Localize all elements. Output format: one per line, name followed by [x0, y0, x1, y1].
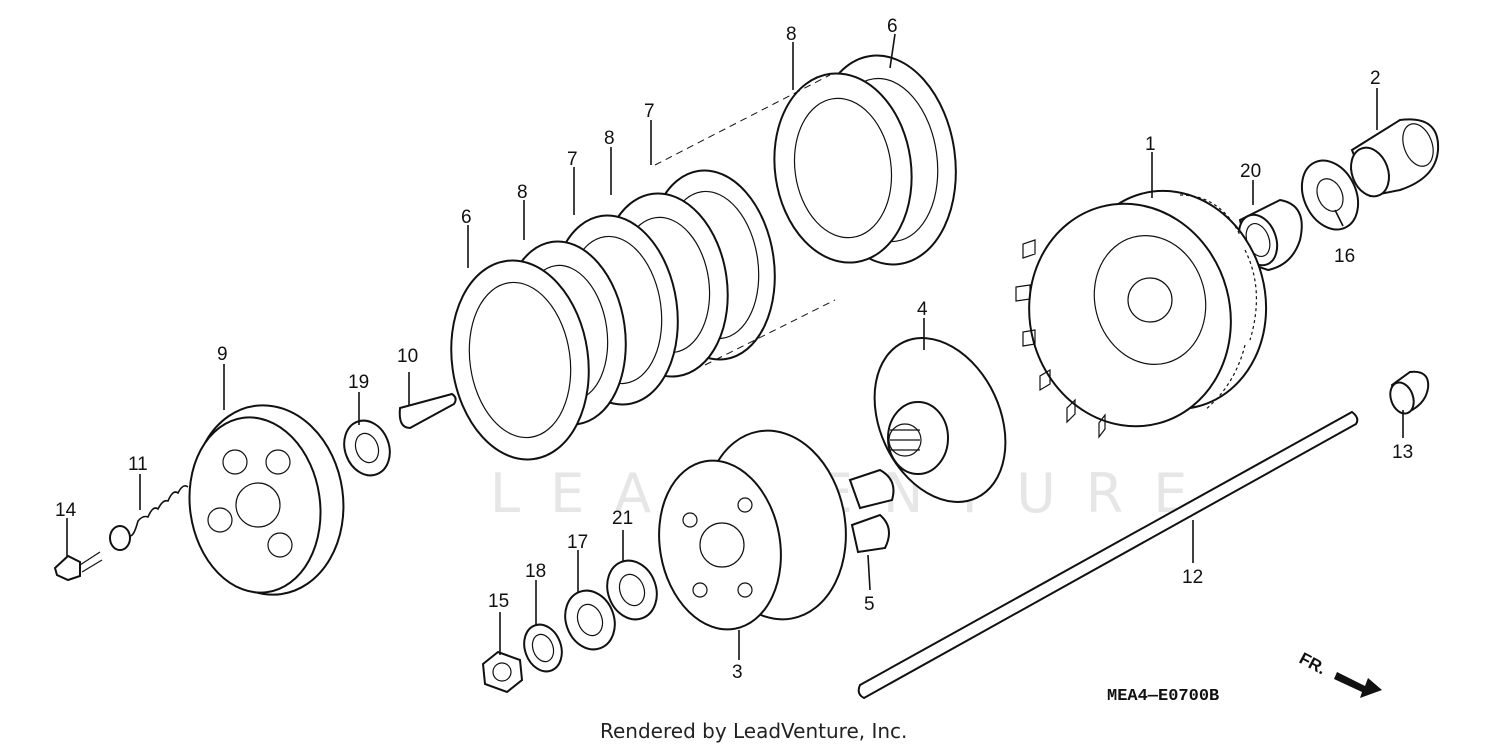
- callout-8-top[interactable]: 8: [786, 24, 797, 45]
- part-8-steel-plate-rear[interactable]: [762, 64, 923, 271]
- callout-9[interactable]: 9: [217, 344, 228, 365]
- front-direction-indicator: FR.: [1296, 649, 1382, 698]
- callout-14[interactable]: 14: [55, 500, 77, 521]
- part-21-washer[interactable]: [599, 554, 665, 627]
- callout-10[interactable]: 10: [397, 346, 418, 367]
- callout-16[interactable]: 16: [1334, 246, 1355, 267]
- callout-11[interactable]: 11: [128, 454, 148, 475]
- callout-21[interactable]: 21: [612, 508, 633, 529]
- callout-12[interactable]: 12: [1182, 567, 1203, 588]
- part-3-clutch-center[interactable]: [646, 419, 860, 639]
- callout-7-lower[interactable]: 7: [567, 149, 578, 170]
- callout-5[interactable]: 5: [864, 594, 875, 615]
- part-19-bearing[interactable]: [337, 414, 397, 482]
- part-1-clutch-outer[interactable]: [1004, 169, 1290, 449]
- callout-8-lower[interactable]: 8: [517, 182, 528, 203]
- part-12-pushrod[interactable]: [857, 410, 1359, 700]
- callout-4[interactable]: 4: [917, 299, 928, 320]
- callout-15[interactable]: 15: [488, 591, 509, 612]
- callout-8-middle[interactable]: 8: [604, 128, 615, 149]
- diagram-code: MEA4—E0700B: [1107, 687, 1219, 706]
- part-18-lock-washer[interactable]: [518, 619, 568, 676]
- callout-19[interactable]: 19: [348, 372, 369, 393]
- callouts: 1 2 20 16 6 8 7 8 7 8 6 9 10 19 11 14 4 …: [55, 16, 1413, 683]
- footer-credit: Rendered by LeadVenture, Inc.: [600, 719, 907, 743]
- part-5-weights[interactable]: [848, 468, 895, 554]
- callout-7-upper[interactable]: 7: [644, 101, 655, 122]
- part-13-collar[interactable]: [1386, 370, 1430, 417]
- watermark-text: LEADVENTURE: [490, 462, 1217, 525]
- part-2-collar[interactable]: [1345, 118, 1440, 201]
- part-9-pressure-plate[interactable]: [178, 395, 355, 604]
- part-16-washer[interactable]: [1291, 151, 1369, 238]
- part-6-friction-disc-front[interactable]: [439, 252, 602, 469]
- callout-17[interactable]: 17: [567, 532, 588, 553]
- part-4-lifter-plate[interactable]: [849, 317, 1030, 524]
- leader-lines: [66, 33, 1404, 660]
- part-17-washer[interactable]: [557, 584, 623, 657]
- callout-18[interactable]: 18: [525, 561, 546, 582]
- callout-3[interactable]: 3: [732, 662, 743, 683]
- part-10-lifter-rod[interactable]: [398, 392, 457, 430]
- part-11-spring[interactable]: [109, 485, 189, 551]
- callout-6-top[interactable]: 6: [887, 16, 898, 37]
- fr-label: FR.: [1296, 649, 1329, 679]
- callout-2[interactable]: 2: [1370, 68, 1381, 89]
- part-14-bolt[interactable]: [53, 551, 103, 582]
- front-arrow-icon: [1334, 672, 1382, 698]
- part-15-lock-nut[interactable]: [481, 650, 524, 694]
- callout-6-front[interactable]: 6: [461, 207, 472, 228]
- callout-1[interactable]: 1: [1145, 134, 1156, 155]
- callout-20[interactable]: 20: [1240, 161, 1261, 182]
- callout-13[interactable]: 13: [1392, 442, 1413, 463]
